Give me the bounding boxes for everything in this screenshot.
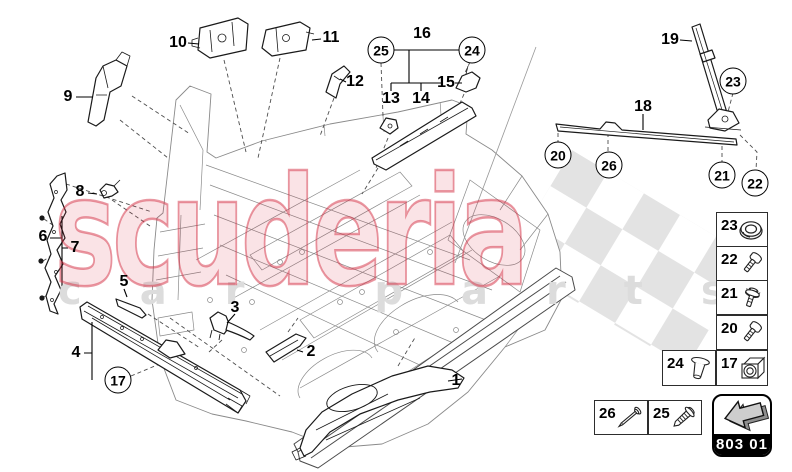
legend-number: 23: [721, 217, 738, 234]
callout-leader-lines: [50, 38, 693, 382]
hex-bolt-icon: [743, 252, 762, 273]
legend-number: 26: [599, 405, 616, 422]
callout-20[interactable]: 20: [544, 141, 572, 169]
legend-number: 24: [667, 355, 684, 372]
callout-3[interactable]: 3: [230, 299, 240, 316]
callout-22[interactable]: 22: [741, 169, 769, 197]
callout-8[interactable]: 8: [75, 183, 85, 200]
cage-nut-icon: [741, 356, 766, 380]
long-screw-icon: [617, 406, 642, 428]
callout-6[interactable]: 6: [38, 228, 48, 245]
checkered-flag-graphic: [506, 150, 753, 368]
legend-item-25: 25: [648, 400, 702, 435]
callout-16[interactable]: 16: [413, 25, 431, 42]
callout-1[interactable]: 1: [451, 372, 461, 389]
callout-23[interactable]: 23: [719, 67, 747, 95]
legend-item-20: 20: [716, 315, 768, 350]
callout-12[interactable]: 12: [346, 73, 364, 90]
back-arrow-icon: [723, 399, 770, 432]
expansion-rivet-icon: [691, 356, 710, 380]
legend-number: 17: [721, 355, 738, 372]
callout-25[interactable]: 25: [367, 36, 395, 64]
callout-9[interactable]: 9: [63, 88, 73, 105]
hex-bolt-icon: [743, 321, 762, 342]
callout-10[interactable]: 10: [169, 34, 187, 51]
callout-21[interactable]: 21: [708, 161, 736, 189]
legend-number: 20: [721, 320, 738, 337]
legend-number: 21: [721, 285, 738, 302]
legend-item-22: 22: [716, 246, 768, 281]
callout-5[interactable]: 5: [119, 273, 129, 290]
legend-item-26: 26: [594, 400, 648, 435]
callout-17[interactable]: 17: [104, 366, 132, 394]
callout-13[interactable]: 13: [382, 90, 400, 107]
self-tapping-screw-icon: [673, 406, 695, 427]
callout-7[interactable]: 7: [70, 239, 80, 256]
legend-item-17: 17: [716, 350, 768, 386]
callout-26[interactable]: 26: [595, 151, 623, 179]
page-nav-box[interactable]: 803 01: [712, 394, 772, 457]
legend-item-21: 21: [716, 280, 768, 315]
callout-24[interactable]: 24: [458, 36, 486, 64]
page-code: 803 01: [714, 434, 770, 455]
callout-11[interactable]: 11: [322, 29, 340, 46]
callout-14[interactable]: 14: [412, 90, 430, 107]
callout-2[interactable]: 2: [306, 343, 316, 360]
flanged-bolt-icon: [745, 287, 761, 308]
detached-parts-drawings: [38, 17, 742, 461]
legend-item-23: 23: [716, 212, 768, 247]
callout-18[interactable]: 18: [634, 98, 652, 115]
legend-number: 25: [653, 405, 670, 422]
callout-4[interactable]: 4: [71, 344, 81, 361]
legend-number: 22: [721, 251, 738, 268]
legend-item-24: 24: [662, 350, 716, 386]
grommet-icon: [739, 221, 763, 240]
callout-15[interactable]: 15: [437, 74, 455, 91]
callout-19[interactable]: 19: [661, 31, 679, 48]
